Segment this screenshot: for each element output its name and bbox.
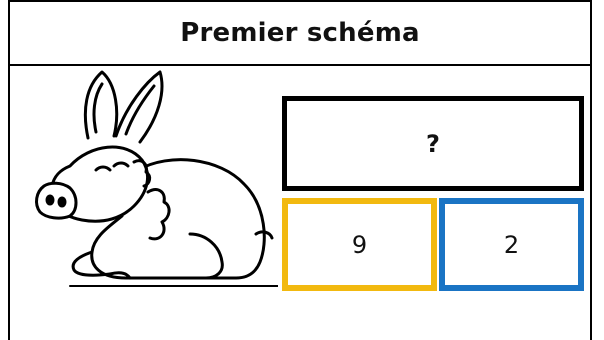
page-title: Premier schéma	[180, 18, 420, 48]
total-value: ?	[426, 129, 440, 158]
total-box: ?	[282, 96, 584, 191]
schema-card: Premier schéma	[8, 0, 592, 340]
title-bar: Premier schéma	[10, 2, 590, 66]
part-a-value: 9	[351, 230, 368, 259]
part-b-box: 2	[439, 198, 584, 291]
part-a-box: 9	[282, 198, 437, 291]
donkey-illustration	[35, 70, 278, 287]
part-b-value: 2	[503, 230, 520, 259]
